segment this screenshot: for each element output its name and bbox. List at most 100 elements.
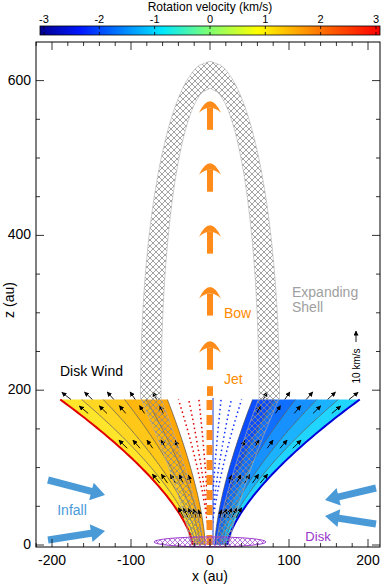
bow-shock xyxy=(199,287,221,299)
x-tick xyxy=(115,42,116,547)
velocity-arrow xyxy=(119,406,125,414)
bow-shock xyxy=(199,101,221,113)
x-tick xyxy=(162,42,163,547)
z-tick xyxy=(36,545,380,546)
wind-label: Disk Wind xyxy=(60,364,123,379)
x-tick xyxy=(194,42,195,547)
infall-arrow xyxy=(47,477,105,501)
velocity-arrow xyxy=(267,440,273,448)
z-tick xyxy=(36,274,380,275)
velocity-arrow xyxy=(285,392,290,400)
infall-arrow xyxy=(325,485,377,506)
velocity-arrow xyxy=(349,392,358,399)
velocity-arrow xyxy=(306,392,313,400)
z-tick xyxy=(36,506,380,507)
z-tick xyxy=(36,80,380,81)
x-tick xyxy=(225,42,226,547)
infall-label: Infall xyxy=(57,503,87,518)
axis-tick-label: 200 xyxy=(8,382,31,397)
x-tick xyxy=(289,42,290,547)
velocity-arrow xyxy=(328,392,336,399)
bow-label: Bow xyxy=(224,306,251,321)
x-tick xyxy=(99,42,100,547)
velocity-arrow xyxy=(280,440,287,448)
velocity-arrow xyxy=(140,406,145,414)
colorbar-title: Rotation velocity (km/s) xyxy=(148,1,273,14)
velocity-arrow xyxy=(84,392,92,399)
z-tick xyxy=(36,119,380,120)
x-tick xyxy=(52,42,53,547)
colorbar-tick-label: 2 xyxy=(318,13,324,25)
velocity-arrow xyxy=(161,474,167,483)
x-tick xyxy=(241,42,242,547)
x-tick xyxy=(257,42,258,547)
jet-dashes xyxy=(207,398,213,545)
shell-label: Expanding Shell xyxy=(292,285,358,316)
colorbar-tick xyxy=(99,26,100,35)
velocity-arrow xyxy=(252,474,258,483)
x-tick xyxy=(368,42,369,547)
velocity-arrow xyxy=(313,406,321,414)
colorbar-tick xyxy=(154,26,155,35)
jet-label: Jet xyxy=(224,372,243,387)
velocity-arrow xyxy=(79,406,88,413)
velocity-arrow xyxy=(147,440,153,448)
axis-title: z (au) xyxy=(2,282,17,318)
velocity-arrow xyxy=(133,440,140,448)
illustration xyxy=(36,26,380,547)
axis-tick-label: 0 xyxy=(23,537,31,552)
z-tick xyxy=(36,196,380,197)
velocity-arrow xyxy=(130,392,135,400)
z-tick xyxy=(36,467,380,468)
jet-shaft xyxy=(207,108,213,130)
infall-arrow xyxy=(47,524,105,543)
z-tick xyxy=(36,312,380,313)
axis-tick-label: -100 xyxy=(117,553,145,568)
z-tick xyxy=(36,158,380,159)
jet-core xyxy=(207,398,213,545)
jet-shaft xyxy=(207,294,213,316)
x-tick xyxy=(131,42,132,547)
z-tick xyxy=(36,428,380,429)
colorbar-tick xyxy=(265,26,266,35)
velocity-arrow xyxy=(260,474,267,483)
x-tick xyxy=(146,42,147,547)
z-tick xyxy=(36,390,380,391)
bow-shock xyxy=(199,341,221,353)
z-tick xyxy=(36,235,380,236)
colorbar-tick xyxy=(320,26,321,35)
jet-shaft xyxy=(207,232,213,254)
x-tick xyxy=(83,42,84,547)
jet-shaft xyxy=(207,348,213,370)
velocity-arrow xyxy=(152,474,159,483)
colorbar-tick xyxy=(375,26,376,35)
axis-tick-label: 200 xyxy=(356,553,379,568)
x-tick xyxy=(210,42,211,547)
velocity-arrow xyxy=(107,392,114,400)
jet-shaft xyxy=(207,170,213,192)
velocity-arrow xyxy=(294,406,300,414)
jet-core-line xyxy=(213,398,214,545)
colorbar-tick xyxy=(209,26,210,35)
axis-tick-label: 0 xyxy=(206,553,214,568)
scale-label: 10 km/s xyxy=(351,348,362,383)
colorbar-tick xyxy=(44,26,45,35)
x-tick xyxy=(178,42,179,547)
axis-tick-label: -200 xyxy=(38,553,66,568)
colorbar xyxy=(40,26,380,35)
x-tick xyxy=(36,42,37,547)
colorbar-tick-label: 1 xyxy=(262,13,268,25)
velocity-arrow xyxy=(332,406,341,413)
velocity-arrow xyxy=(62,392,71,399)
axis-tick-label: 400 xyxy=(8,228,31,243)
axis-tick-label: 100 xyxy=(277,553,300,568)
jet-shaft xyxy=(207,386,213,396)
infall-arrow xyxy=(325,509,377,527)
z-tick xyxy=(36,351,380,352)
colorbar-tick-label: 3 xyxy=(373,13,379,25)
colorbar-tick-label: 0 xyxy=(207,13,213,25)
axis-tick-label: 600 xyxy=(8,73,31,88)
disk-label: Disk xyxy=(305,530,330,544)
plot-frame xyxy=(36,42,380,547)
